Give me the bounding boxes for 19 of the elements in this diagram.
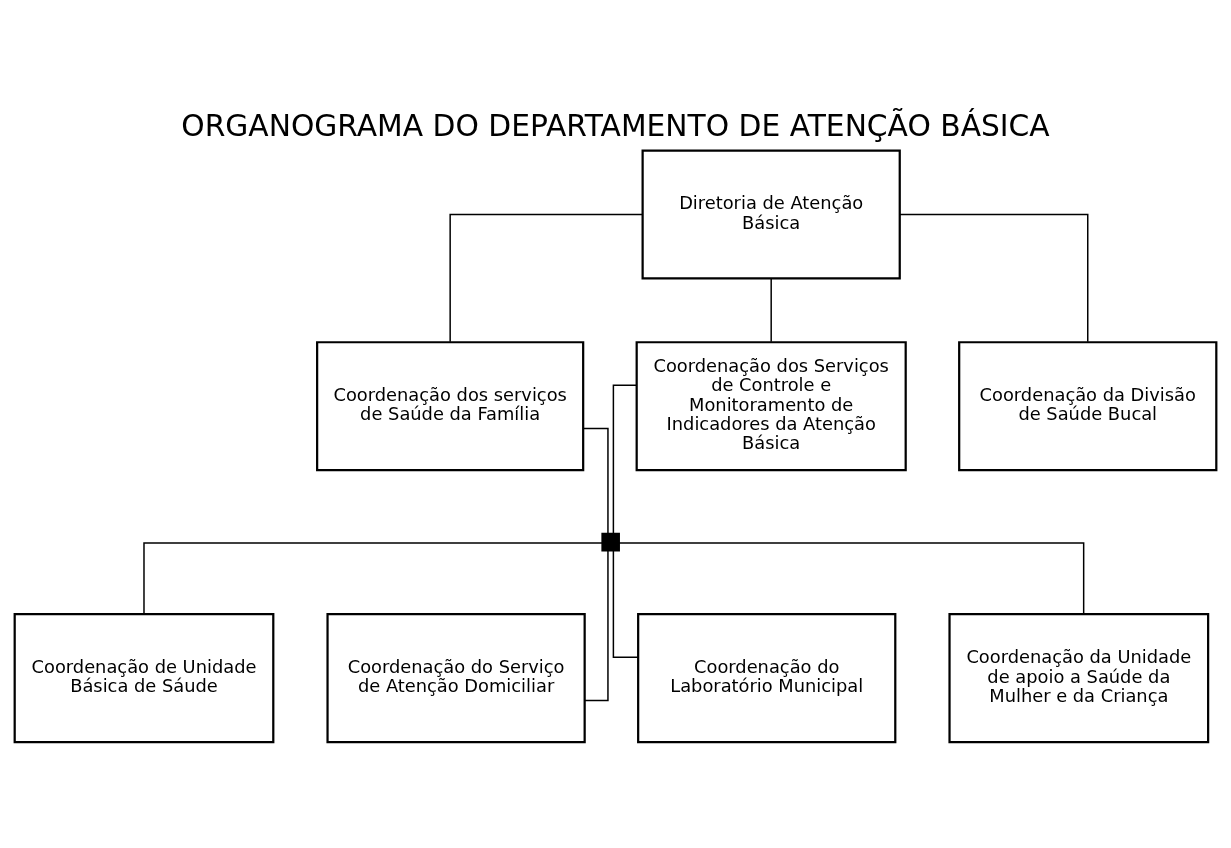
node-box: Coordenação dos serviços de Saúde da Família [316,341,585,472]
connector [770,278,772,343]
connector [143,542,603,615]
node-box: Coordenação dos Serviços de Controle e Monitoramento de Indicadores da Atenção Básica [635,341,907,472]
node-box: Coordenação do Serviço de Atenção Domiciliar [326,613,586,744]
node-box: Coordenação da Unidade de apoio a Saúde da Mulher e da Criança [948,613,1210,744]
node-box: Coordenação do Laboratório Municipal [637,613,897,744]
connector [618,542,1085,615]
connector [899,213,1089,343]
node-box: Diretoria de Atenção Básica [641,149,901,280]
connector [612,549,639,659]
node-box: Coordenação da Divisão de Saúde Bucal [958,341,1218,472]
connector [584,549,609,702]
diagram-title: ORGANOGRAMA DO DEPARTAMENTO DE ATENÇÃO BÁSICA [181,107,1050,143]
connector [612,384,638,535]
node-box [601,532,620,552]
connector [582,427,609,535]
connector [449,213,644,343]
node-box: Coordenação de Unidade Básica de Sáude [13,613,275,744]
